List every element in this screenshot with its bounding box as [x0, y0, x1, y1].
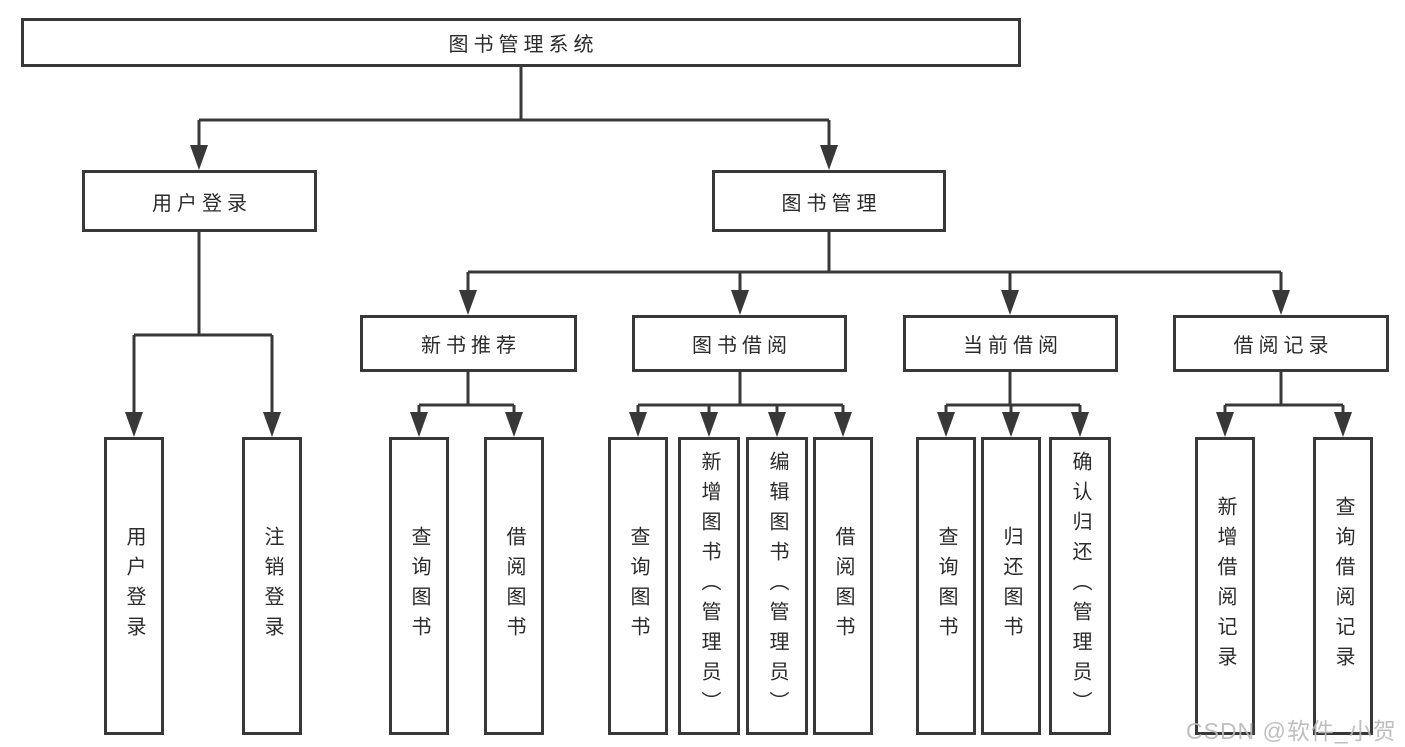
leaf-label: 编辑图书（管理员） [766, 451, 788, 721]
node-new-book-recommend: 新书推荐 [360, 315, 577, 372]
leaf-query-borrow-record: 查询借阅记录 [1313, 437, 1373, 735]
leaf-label: 查询图书 [935, 526, 957, 646]
leaf-label: 归还图书 [1000, 526, 1022, 646]
leaf-label: 新增借阅记录 [1214, 496, 1236, 676]
node-user-login: 用户登录 [82, 170, 317, 232]
leaf-borrow-books-recommend: 借阅图书 [484, 437, 544, 735]
leaf-logout: 注销登录 [242, 437, 302, 735]
leaf-label: 查询图书 [408, 526, 430, 646]
leaf-label: 查询借阅记录 [1332, 496, 1354, 676]
leaf-label: 注销登录 [261, 526, 283, 646]
leaf-edit-book-admin: 编辑图书（管理员） [746, 437, 808, 735]
leaf-confirm-return-admin: 确认归还（管理员） [1049, 437, 1111, 735]
leaf-user-login: 用户登录 [104, 437, 164, 735]
leaf-label: 新增图书（管理员） [698, 451, 720, 721]
leaf-query-books-current: 查询图书 [916, 437, 976, 735]
arrowhead-icons [125, 145, 1352, 437]
leaf-add-book-admin: 新增图书（管理员） [678, 437, 740, 735]
leaf-query-books-recommend: 查询图书 [389, 437, 449, 735]
node-book-borrow: 图书借阅 [632, 315, 847, 372]
leaf-borrow-books-borrow: 借阅图书 [813, 437, 873, 735]
node-book-management: 图书管理 [712, 170, 946, 232]
leaf-return-books: 归还图书 [981, 437, 1041, 735]
node-borrow-records: 借阅记录 [1173, 315, 1389, 372]
leaf-add-borrow-record: 新增借阅记录 [1195, 437, 1255, 735]
node-root-system: 图书管理系统 [21, 18, 1021, 67]
leaf-label: 借阅图书 [503, 526, 525, 646]
csdn-watermark: CSDN @软件_小贺同学 [1186, 718, 1397, 744]
leaf-label: 用户登录 [123, 526, 145, 646]
leaf-label: 确认归还（管理员） [1069, 451, 1091, 721]
leaf-label: 借阅图书 [832, 526, 854, 646]
node-current-borrow: 当前借阅 [903, 315, 1118, 372]
leaf-query-books-borrow: 查询图书 [608, 437, 668, 735]
leaf-label: 查询图书 [627, 526, 649, 646]
